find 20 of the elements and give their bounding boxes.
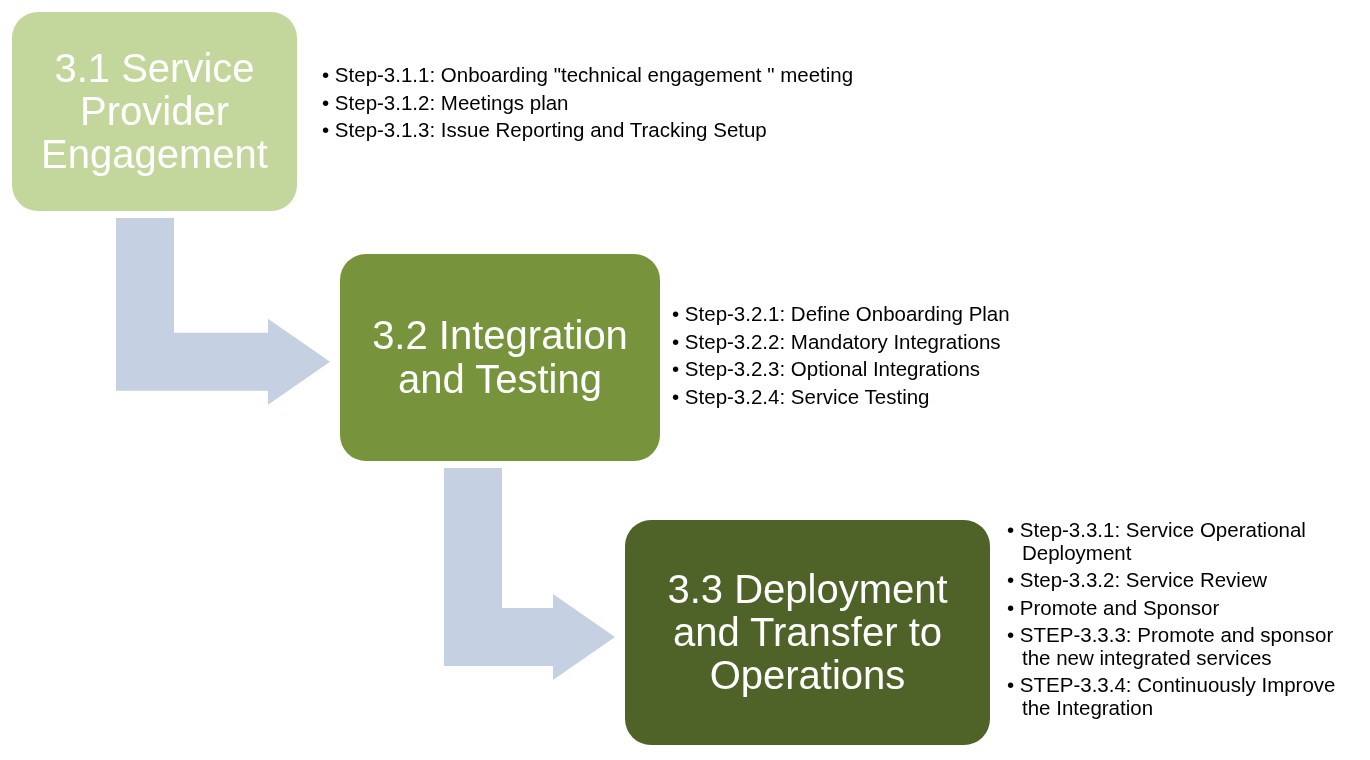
phase-box xyxy=(625,520,990,745)
step-bullet: • Step-3.1.2: Meetings plan xyxy=(322,91,570,115)
step-bullet: • Step-3.2.4: Service Testing xyxy=(672,385,931,409)
bent-arrow xyxy=(116,218,330,405)
step-bullet: • Step-3.2.3: Optional Integrations xyxy=(672,358,982,381)
step-bullet: • STEP-3.3.4: Continuously Improve the Integration xyxy=(1007,674,1337,720)
step-bullet: • Step-3.1.3: Issue Reporting and Tracking Setup xyxy=(322,119,768,142)
step-bullet: • Step-3.2.2: Mandatory Integrations xyxy=(672,330,1002,354)
phase-title: 3.2 Integration and Testing xyxy=(371,314,629,401)
bent-arrow xyxy=(444,468,615,680)
phase-box xyxy=(340,254,660,461)
step-bullet: • Step-3.2.1: Define Onboarding Plan xyxy=(672,303,1011,326)
phase-box xyxy=(12,12,297,211)
step-bullet: • Step-3.3.1: Service Operational Deployment xyxy=(1007,519,1307,565)
step-bullet: • Step-3.3.2: Service Review xyxy=(1007,569,1269,592)
step-bullet: • Step-3.1.1: Onboarding "technical engagement " meeting xyxy=(322,64,855,87)
phase-title: 3.1 Service Provider Engagement xyxy=(40,46,269,177)
step-bullet: • STEP-3.3.3: Promote and sponsor the new integrated services xyxy=(1007,624,1335,670)
step-bullet: • Promote and Sponsor xyxy=(1007,596,1221,620)
phase-title: 3.3 Deployment and Transfer to Operations xyxy=(666,567,949,698)
